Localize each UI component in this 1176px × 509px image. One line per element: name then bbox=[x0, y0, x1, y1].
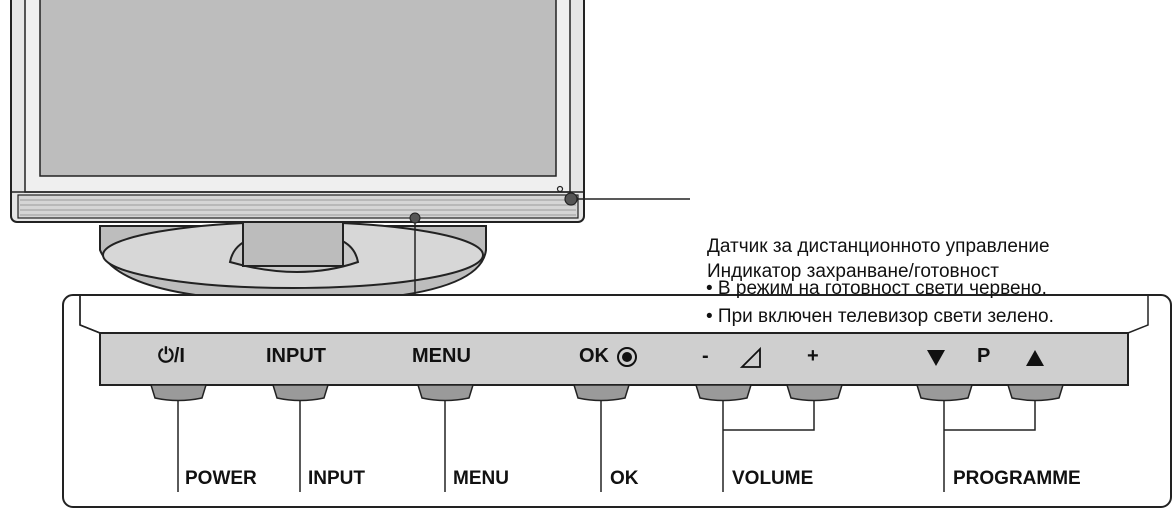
volume-minus-label: - bbox=[702, 345, 709, 367]
power-indicator-label: Индикатор захранване/готовност bbox=[707, 261, 999, 282]
panel-ok-label: OK bbox=[579, 345, 609, 367]
ok-caption: OK bbox=[610, 468, 639, 489]
tv-monitor bbox=[10, 0, 585, 224]
on-note: • При включен телевизор свети зелено. bbox=[706, 306, 1054, 327]
volume-up-button[interactable] bbox=[785, 384, 844, 402]
menu-button[interactable] bbox=[416, 384, 475, 402]
control-panel-view bbox=[62, 294, 1172, 508]
panel-menu-label: MENU bbox=[412, 345, 471, 367]
panel-buttons bbox=[149, 384, 1065, 402]
power-caption: POWER bbox=[185, 468, 257, 489]
menu-caption: MENU bbox=[453, 468, 509, 489]
ok-circle-icon bbox=[617, 347, 637, 367]
remote-sensor-label: Датчик за дистанционното управление bbox=[707, 236, 1050, 257]
programme-p-label: P bbox=[977, 345, 991, 367]
volume-down-button[interactable] bbox=[694, 384, 753, 402]
input-caption: INPUT bbox=[308, 468, 365, 489]
volume-plus-label: + bbox=[807, 345, 819, 367]
ok-button[interactable] bbox=[572, 384, 631, 402]
programme-up-button[interactable] bbox=[1006, 384, 1065, 402]
volume-caption: VOLUME bbox=[732, 468, 814, 489]
power-symbol-label: ⏻/I bbox=[158, 345, 185, 367]
button-label-lines bbox=[177, 400, 1036, 492]
triangle-up-icon bbox=[1026, 350, 1044, 366]
input-button[interactable] bbox=[271, 384, 330, 402]
power-button[interactable] bbox=[149, 384, 208, 402]
volume-triangle-icon bbox=[739, 346, 761, 368]
panel-input-label: INPUT bbox=[266, 345, 326, 367]
tv-stand bbox=[99, 217, 487, 304]
triangle-down-icon bbox=[927, 350, 945, 366]
programme-down-button[interactable] bbox=[915, 384, 974, 402]
programme-caption: PROGRAMME bbox=[953, 468, 1081, 489]
standby-note: • В режим на готовност свети червено. bbox=[706, 278, 1047, 299]
